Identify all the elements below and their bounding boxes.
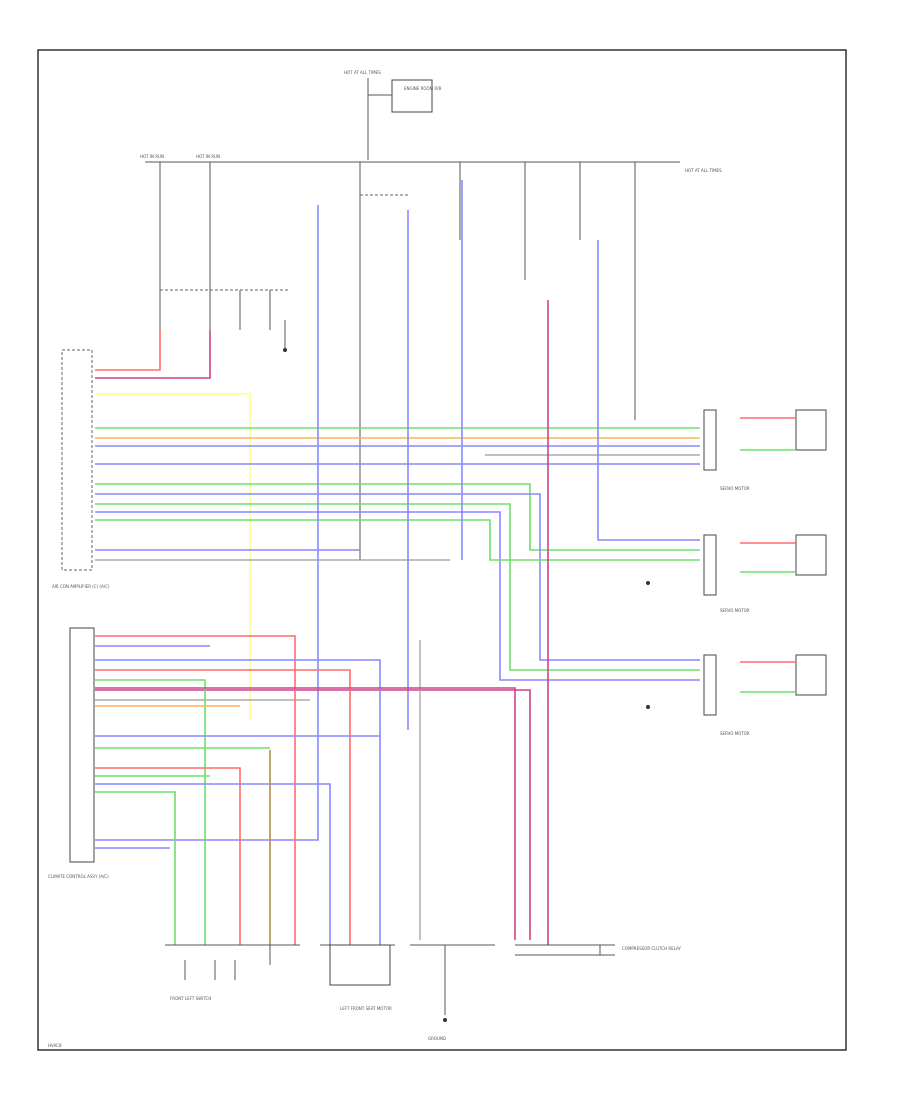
bottom-right-unit-label: COMPRESSOR CLUTCH RELAY bbox=[622, 946, 681, 951]
servo-motor-3: SERVO MOTOR bbox=[703, 654, 827, 736]
servo-motor-2: SERVO MOTOR bbox=[703, 534, 827, 613]
top-hot-bus-label: HOT AT ALL TIMES bbox=[344, 70, 381, 75]
fuse-drops bbox=[159, 162, 636, 560]
left-seat-motor-label: LEFT FRONT SEAT MOTOR bbox=[340, 1006, 392, 1011]
bottom-connectors bbox=[165, 944, 615, 1022]
bottom-left-switch-label: FRONT LEFT SWITCH bbox=[170, 996, 211, 1001]
ground-center-label: GROUND bbox=[428, 1036, 446, 1041]
climate-wires bbox=[95, 635, 516, 945]
servo-motor-1: SERVO MOTOR bbox=[703, 409, 827, 491]
top-fuse-block: HOT AT ALL TIMES ENGINE ROOM R/B bbox=[344, 70, 442, 160]
top-fuse-box-label: ENGINE ROOM R/B bbox=[404, 86, 442, 91]
climate-ecu-label: CLIMATE CONTROL ASSY (A/C) bbox=[48, 874, 109, 879]
diagram-frame bbox=[37, 49, 847, 1051]
servo-motor-1-label: SERVO MOTOR bbox=[720, 486, 750, 491]
climate-control-assy bbox=[69, 627, 95, 863]
bus-left-1-label: HOT IN RUN bbox=[140, 154, 164, 159]
servo-motor-3-label: SERVO MOTOR bbox=[720, 731, 750, 736]
page-code: HVAC8 bbox=[48, 1043, 62, 1048]
ac-amplifier bbox=[61, 349, 93, 571]
vertical-wires bbox=[95, 180, 700, 945]
servo-motor-2-label: SERVO MOTOR bbox=[720, 608, 750, 613]
ac-amp-label: AIR CON AMPLIFIER (C) (A/C) bbox=[52, 584, 110, 589]
bus-right-label: HOT AT ALL TIMES bbox=[685, 168, 722, 173]
bus-left-2-label: HOT IN RUN bbox=[196, 154, 220, 159]
amp-wires bbox=[95, 330, 700, 720]
